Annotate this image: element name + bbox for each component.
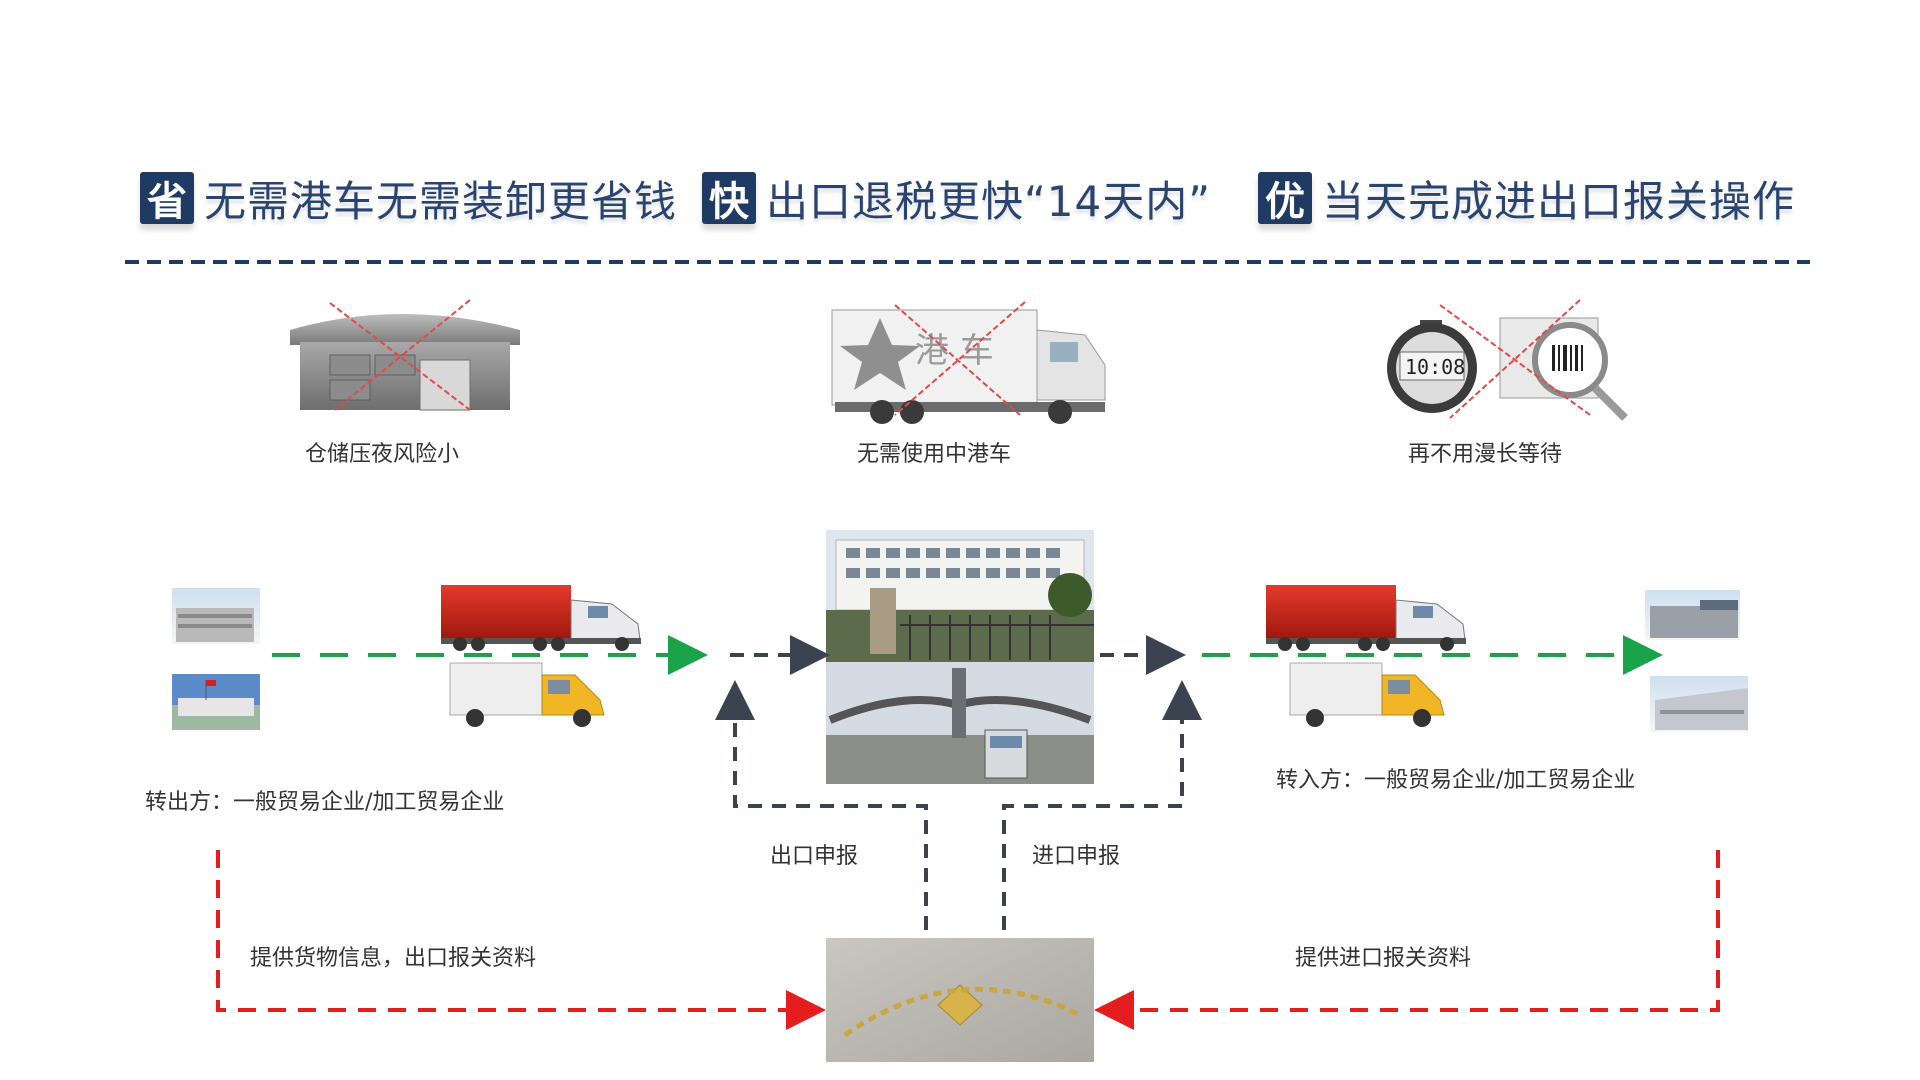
receiver-factory-image-1 — [1645, 590, 1740, 640]
sender-factory-image-1 — [172, 588, 260, 644]
export-declaration-path — [715, 680, 928, 930]
headline-fast-text: 出口退税更快“14天内” — [766, 176, 1211, 226]
sender-red-truck — [441, 585, 641, 651]
headline-save: 省 无需港车无需装卸更省钱 — [140, 168, 677, 228]
left-info-label: 提供货物信息，出口报关资料 — [250, 946, 537, 971]
headline-save-text: 无需港车无需装卸更省钱 — [204, 176, 678, 226]
receiver-yellow-truck — [1289, 662, 1445, 727]
import-declaration-path — [1002, 680, 1202, 930]
badge-save: 省 — [140, 172, 194, 225]
receiver-label: 转入方：一般贸易企业/加工贸易企业 — [1276, 768, 1636, 793]
receiver-factory-image-2 — [1650, 676, 1748, 732]
import-declaration-label: 进口申报 — [1032, 844, 1121, 869]
benefit-caption-waiting: 再不用漫长等待 — [1408, 442, 1563, 467]
stopwatch-barcode-icon: 10:08 — [1387, 299, 1628, 421]
benefit-caption-truck: 无需使用中港车 — [857, 442, 1012, 467]
truck-box-text: 港 车 — [915, 331, 994, 371]
sender-factory-image-2 — [172, 674, 260, 730]
stopwatch-time: 10:08 — [1405, 355, 1465, 379]
headline-best: 优 当天完成进出口报关操作 — [1258, 168, 1795, 228]
port-truck-icon: 港 车 — [831, 301, 1106, 424]
red-info-path-left — [216, 850, 826, 1030]
enterprise-plaque-image — [826, 938, 1094, 1062]
headline-fast: 快 出口退税更快“14天内” — [702, 168, 1211, 228]
badge-fast: 快 — [702, 172, 756, 225]
warehouse-icon — [290, 299, 520, 411]
badge-best: 优 — [1258, 172, 1312, 225]
sender-yellow-truck — [449, 662, 605, 727]
red-info-path-right — [1094, 850, 1720, 1030]
right-info-label: 提供进口报关资料 — [1295, 946, 1472, 971]
sender-label: 转出方：一般贸易企业/加工贸易企业 — [145, 790, 505, 815]
customs-gate-image — [826, 662, 1094, 784]
headline-best-text: 当天完成进出口报关操作 — [1322, 176, 1796, 226]
customs-building-image — [826, 530, 1094, 662]
receiver-red-truck — [1266, 585, 1466, 651]
export-declaration-label: 出口申报 — [770, 844, 859, 869]
benefit-caption-warehouse: 仓储压夜风险小 — [305, 442, 460, 467]
